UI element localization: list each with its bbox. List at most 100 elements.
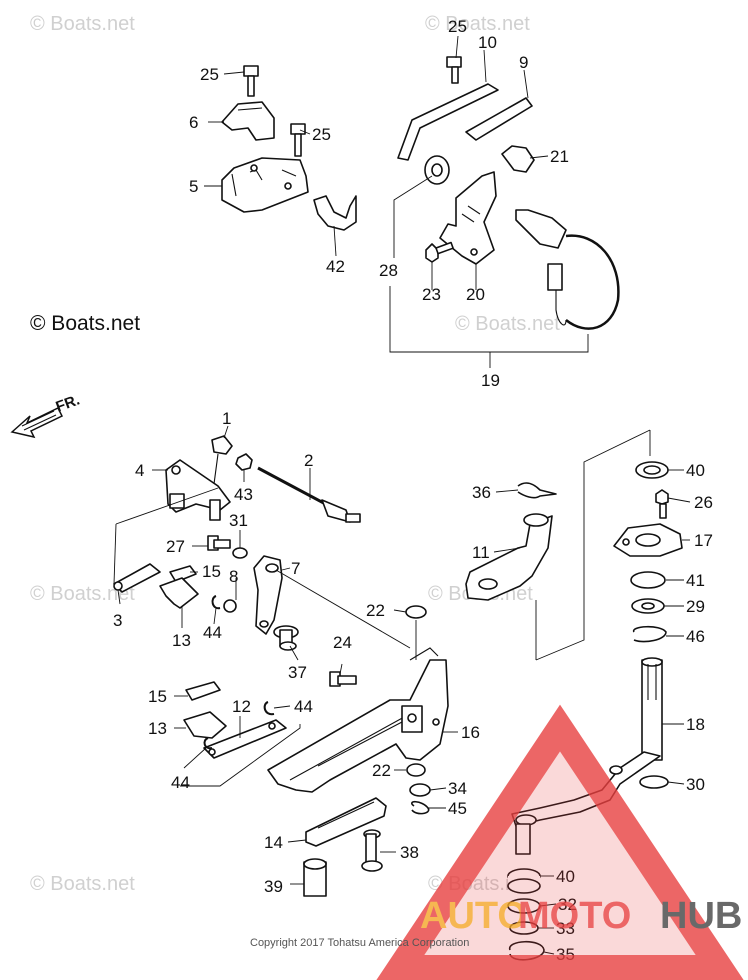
callout-15b: 15 [148,687,167,706]
callout-16: 16 [461,723,480,742]
clip-46 [633,625,667,643]
throttle-cable-2 [257,466,361,523]
bolt-24 [329,671,357,687]
callout-18: 18 [686,715,705,734]
callout-24: 24 [333,633,352,652]
callout-8: 8 [229,567,238,586]
callout-44c: 44 [171,773,190,792]
plate-10 [397,83,499,161]
slide-block-14 [305,797,387,847]
watermark: © Boats.net [30,873,135,895]
plate-9 [465,97,533,141]
brand-auto: AUTO [420,895,527,937]
callout-labels: 25 6 25 5 42 25 10 9 21 28 23 20 19 1 4 … [113,17,713,964]
clip-44-right [263,701,275,716]
callout-17: 17 [694,531,713,550]
watermark: © Boats.net [455,313,560,335]
callout-9: 9 [519,53,528,72]
callout-42: 42 [326,257,345,276]
clip-21 [501,145,535,173]
callout-5: 5 [189,177,198,196]
ball-joint-1 [211,435,233,485]
callout-20: 20 [466,285,485,304]
callout-23: 23 [422,285,441,304]
callout-27: 27 [166,537,185,556]
callout-2: 2 [304,451,313,470]
callout-1: 1 [222,409,231,428]
callout-25c: 25 [448,17,467,36]
callout-3: 3 [113,611,122,630]
lever-7 [253,555,283,635]
o-ring-41 [630,571,666,589]
callout-44b: 44 [294,697,313,716]
leader-lines [113,35,691,955]
nut-43 [235,453,253,471]
callout-43: 43 [234,485,253,504]
watermark: © Boats.net [30,13,135,35]
washer-31 [232,547,248,559]
neutral-switch-19 [515,209,620,330]
callout-12: 12 [232,697,251,716]
callout-13b: 13 [148,719,167,738]
pin-38 [361,829,383,872]
direction-label: FR. [54,392,83,416]
callout-46: 46 [686,627,705,646]
callout-6: 6 [189,113,198,132]
callout-11: 11 [472,543,490,562]
callout-7: 7 [291,559,300,578]
part-group-top-right [397,56,620,330]
clip-44-low [203,737,213,750]
callout-37: 37 [288,663,307,682]
bolt-25-mid [290,123,306,157]
callout-38: 38 [400,843,419,862]
callout-19: 19 [481,371,500,390]
callout-30: 30 [686,775,705,794]
adjuster-15-top [169,565,197,583]
shift-shaft-18 [511,657,663,855]
joint-13-top [159,577,199,609]
adjuster-15-low [185,681,221,701]
automotohub-logo: AUTO MOTO HUB [376,704,744,980]
brand-hub: HUB [660,895,742,937]
clamp-6 [221,101,275,141]
callout-22b: 22 [372,761,391,780]
clip-44-top [211,595,221,610]
callout-22a: 22 [366,601,385,620]
callout-26: 26 [694,493,713,512]
callout-21: 21 [550,147,569,166]
watermark: © Boats.net [425,13,530,35]
part-group-middle-left [113,435,361,759]
callout-45: 45 [448,799,467,818]
callout-31: 31 [229,511,248,530]
front-direction-arrow: FR. [10,392,83,439]
watermark: © Boats.net [30,583,135,605]
washer-8 [223,599,237,613]
callout-14: 14 [264,833,283,852]
washer-22-top [405,605,427,619]
callout-13a: 13 [172,631,191,650]
harness-clip-42 [313,195,357,231]
copyright-text: Copyright 2017 Tohatsu America Corporati… [250,937,469,949]
housing-17 [613,523,683,557]
roller-39 [303,858,327,897]
bolt-26 [655,489,669,519]
callout-36: 36 [472,483,491,502]
bracket-5 [221,157,309,213]
bolt-25-top [243,65,259,97]
washer-40-low [507,868,541,894]
cotter-pin-36 [517,482,557,499]
callout-32: 32 [558,895,577,914]
callout-10: 10 [478,33,497,52]
callout-25a: 25 [200,65,219,84]
callout-28: 28 [379,261,398,280]
brand-moto: MOTO [518,895,631,937]
callout-4: 4 [135,461,144,480]
pin-37 [273,625,299,651]
callout-33: 33 [556,919,575,938]
callout-39: 39 [264,877,283,896]
seal-40-top [635,461,669,479]
washer-29 [631,598,665,614]
callout-40a: 40 [686,461,705,480]
bolt-23 [425,241,454,263]
callout-41: 41 [686,571,705,590]
